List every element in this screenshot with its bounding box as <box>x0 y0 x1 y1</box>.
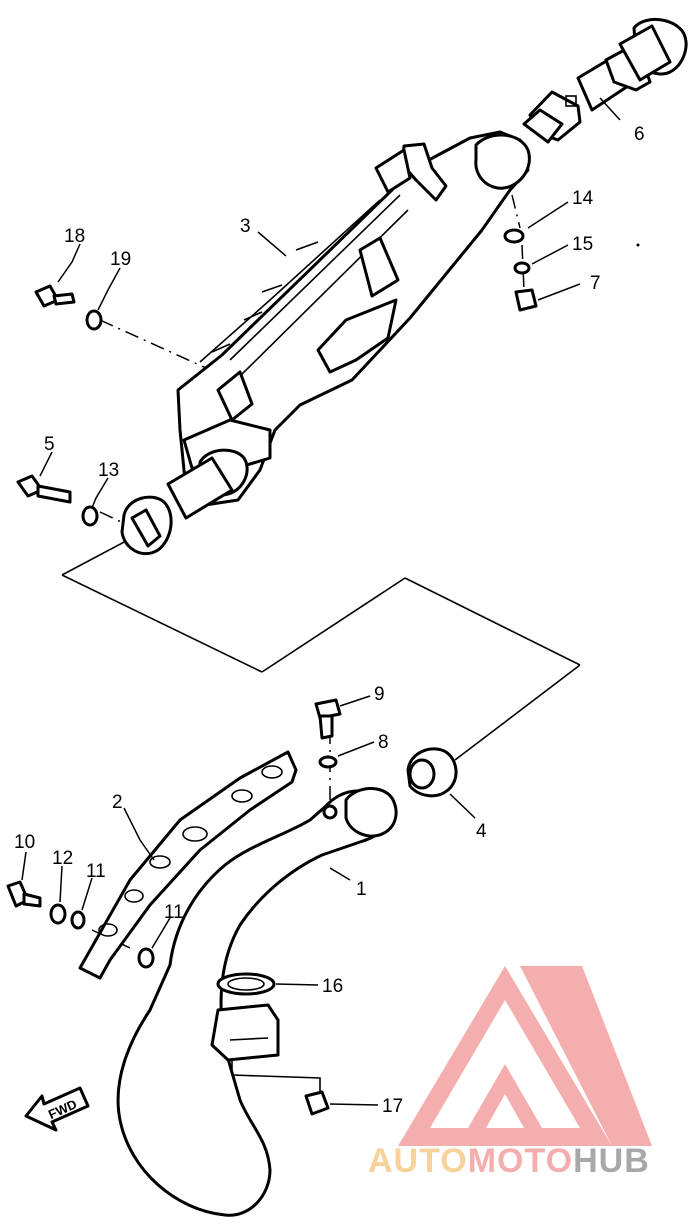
callout-17: 17 <box>382 1096 403 1117</box>
stray-dot <box>636 243 640 247</box>
callout-4: 4 <box>476 821 487 842</box>
watermark-text: AUTOMOTOHUB <box>368 1142 650 1180</box>
callout-8: 8 <box>378 732 389 753</box>
leader-lines <box>21 97 621 1106</box>
callout-19: 19 <box>110 249 131 270</box>
callout-labels: 1 2 3 4 5 6 7 8 9 10 11 11 12 13 14 15 1… <box>14 124 645 1117</box>
callout-18: 18 <box>64 226 85 247</box>
callout-9: 9 <box>374 684 385 705</box>
exhaust-pipe-part-1 <box>116 787 398 1217</box>
callout-12: 12 <box>52 848 73 869</box>
forward-direction-arrow: FWD <box>24 1086 90 1132</box>
callout-6: 6 <box>634 124 645 145</box>
callout-1: 1 <box>356 879 367 900</box>
watermark-auto: AUTO <box>368 1142 468 1180</box>
muffler-part-3 <box>120 130 531 556</box>
gasket-part-4 <box>406 747 458 798</box>
fasteners <box>6 228 538 1116</box>
callout-14: 14 <box>572 188 594 209</box>
callout-10: 10 <box>14 832 35 853</box>
callout-15: 15 <box>572 234 593 255</box>
callout-11b: 11 <box>164 902 184 923</box>
callout-16: 16 <box>322 976 343 997</box>
callout-2: 2 <box>112 792 123 813</box>
watermark-moto: MOTO <box>468 1142 573 1180</box>
watermark-hub: HUB <box>573 1142 650 1180</box>
callout-11a: 11 <box>86 861 106 882</box>
heat-protector-part-2 <box>78 750 298 980</box>
callout-7: 7 <box>590 273 601 294</box>
callout-5: 5 <box>44 434 55 455</box>
callout-13: 13 <box>98 460 119 481</box>
callout-3: 3 <box>240 216 251 237</box>
gasket-part-16 <box>216 972 276 996</box>
tail-pipe-part-6 <box>522 17 688 144</box>
automotohub-watermark-logo: AUTOMOTOHUB <box>368 966 652 1180</box>
